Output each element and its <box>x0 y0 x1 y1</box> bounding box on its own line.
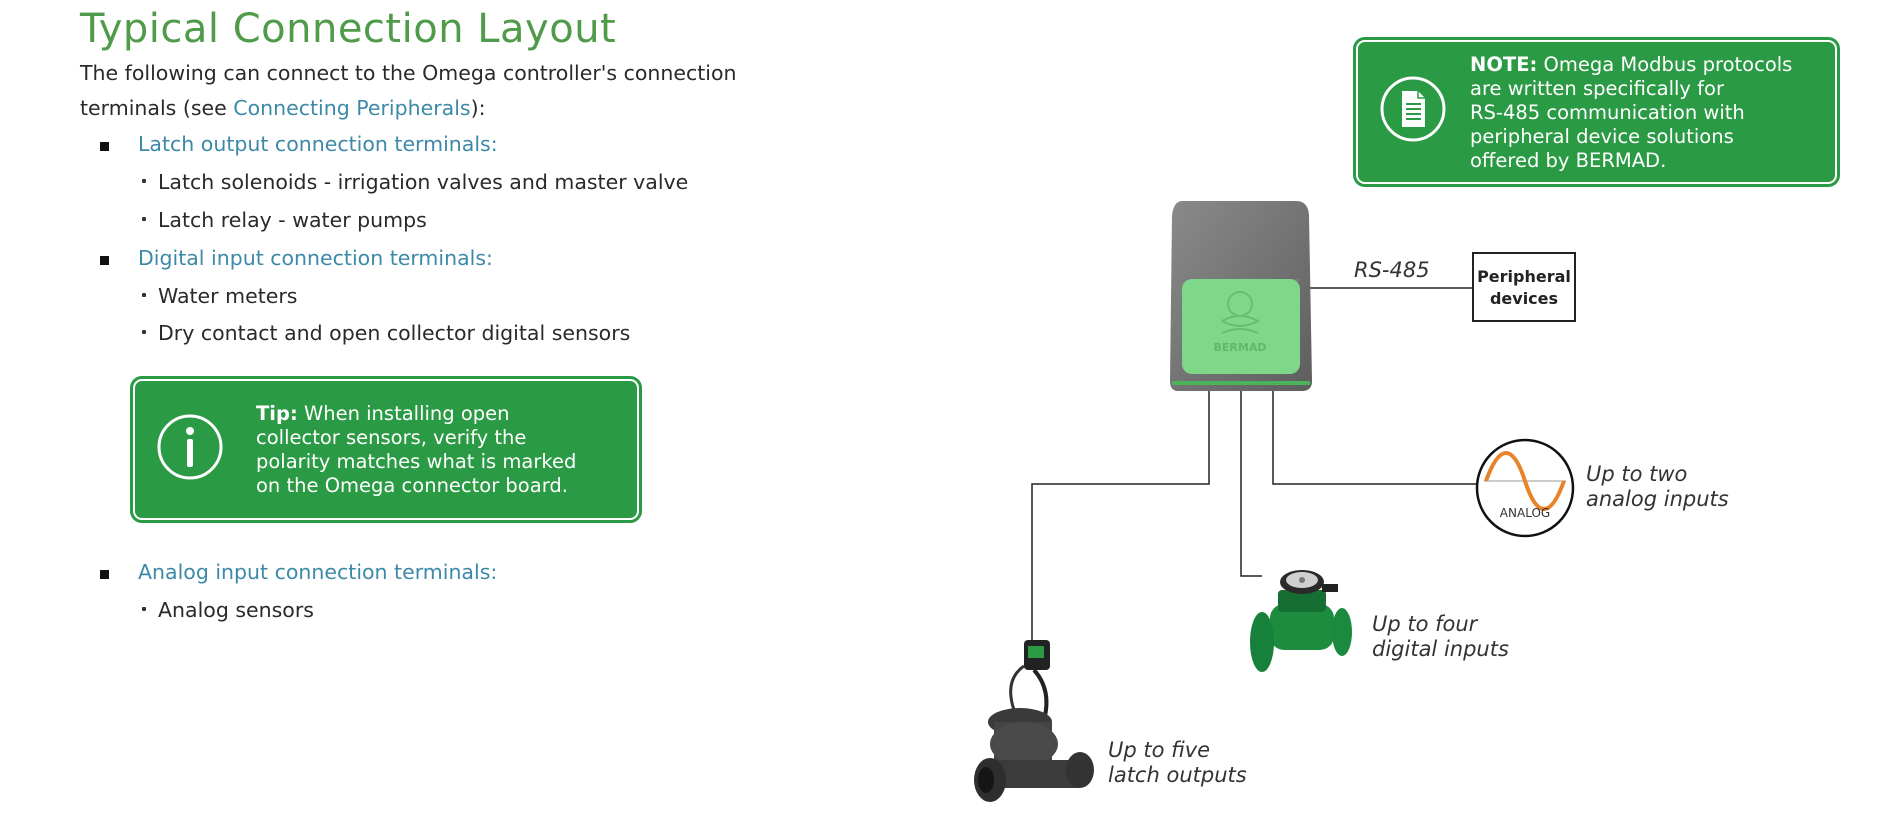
note-text: NOTE: Omega Modbus protocols are written… <box>1470 53 1792 173</box>
list-item: Dry contact and open collector digital s… <box>142 321 630 345</box>
bullet-dot-icon <box>142 293 146 297</box>
omega-controller: BERMAD <box>1170 201 1312 391</box>
label-line: analog inputs <box>1586 487 1729 511</box>
bullet-dot-icon <box>142 179 146 183</box>
label-line: Up to two <box>1586 462 1688 486</box>
analog-badge-text: ANALOG <box>1500 506 1550 520</box>
label-line: latch outputs <box>1108 763 1247 787</box>
bullet-dot-icon <box>142 607 146 611</box>
intro-paragraph: The following can connect to the Omega c… <box>80 56 780 126</box>
rs485-label: RS-485 <box>1354 258 1430 282</box>
latch-outputs-label: Up to five latch outputs <box>1108 738 1247 788</box>
water-meter-image <box>1250 570 1352 672</box>
peripheral-label: devices <box>1489 289 1559 308</box>
intro-text: The following can connect to the Omega c… <box>80 61 737 120</box>
section-label: Analog input connection terminals: <box>138 560 498 584</box>
page-title: Typical Connection Layout <box>80 6 617 52</box>
list-item-text: Latch relay - water pumps <box>158 208 427 232</box>
note-line: offered by BERMAD. <box>1470 149 1667 172</box>
square-bullet-icon <box>100 142 109 151</box>
analog-inputs-label: Up to two analog inputs <box>1586 462 1729 512</box>
note-bold: NOTE: <box>1470 53 1538 76</box>
digital-inputs-label: Up to four digital inputs <box>1372 612 1509 662</box>
square-bullet-icon <box>100 256 109 265</box>
note-line: RS-485 communication with <box>1470 101 1745 124</box>
label-line: Up to four <box>1372 612 1478 636</box>
logo-text: BERMAD <box>1214 341 1267 354</box>
analog-sensor-icon: ANALOG <box>1475 438 1575 538</box>
list-item: Analog sensors <box>142 598 314 622</box>
list-item-text: Water meters <box>158 284 298 308</box>
analog-input-wire <box>1272 390 1476 485</box>
note-line: peripheral device solutions <box>1470 125 1734 148</box>
tip-line: collector sensors, verify the <box>256 426 527 449</box>
list-item: Latch relay - water pumps <box>142 208 427 232</box>
intro-text-end: ): <box>470 96 486 120</box>
tip-text: Tip: When installing open collector sens… <box>256 402 576 498</box>
peripheral-devices-box: Peripheral devices <box>1472 252 1576 322</box>
connecting-peripherals-link[interactable]: Connecting Peripherals <box>233 96 471 120</box>
tip-callout: Tip: When installing open collector sens… <box>130 376 642 523</box>
list-item: Latch solenoids - irrigation valves and … <box>142 170 688 194</box>
section-label: Digital input connection terminals: <box>138 246 493 270</box>
tip-line: on the Omega connector board. <box>256 474 568 497</box>
peripheral-label: Peripheral <box>1477 267 1571 286</box>
list-item-text: Latch solenoids - irrigation valves and … <box>158 170 689 194</box>
note-callout: NOTE: Omega Modbus protocols are written… <box>1353 37 1840 187</box>
label-line: Up to five <box>1108 738 1211 762</box>
note-line: are written specifically for <box>1470 77 1724 100</box>
square-bullet-icon <box>100 570 109 579</box>
label-line: digital inputs <box>1372 637 1509 661</box>
note-line: Omega Modbus protocols <box>1537 53 1793 76</box>
list-item: Water meters <box>142 284 297 308</box>
list-item-text: Analog sensors <box>158 598 314 622</box>
latch-valve-image <box>974 640 1094 802</box>
section-label: Latch output connection terminals: <box>138 132 498 156</box>
digital-input-wire <box>1240 390 1262 577</box>
list-item-text: Dry contact and open collector digital s… <box>158 321 631 345</box>
latch-output-wire <box>1031 390 1210 648</box>
bullet-dot-icon <box>142 217 146 221</box>
tip-bold: Tip: <box>256 402 298 425</box>
tip-line: When installing open <box>297 402 510 425</box>
tip-line: polarity matches what is marked <box>256 450 577 473</box>
document-icon <box>1380 76 1446 142</box>
info-icon <box>157 414 223 480</box>
bullet-dot-icon <box>142 330 146 334</box>
